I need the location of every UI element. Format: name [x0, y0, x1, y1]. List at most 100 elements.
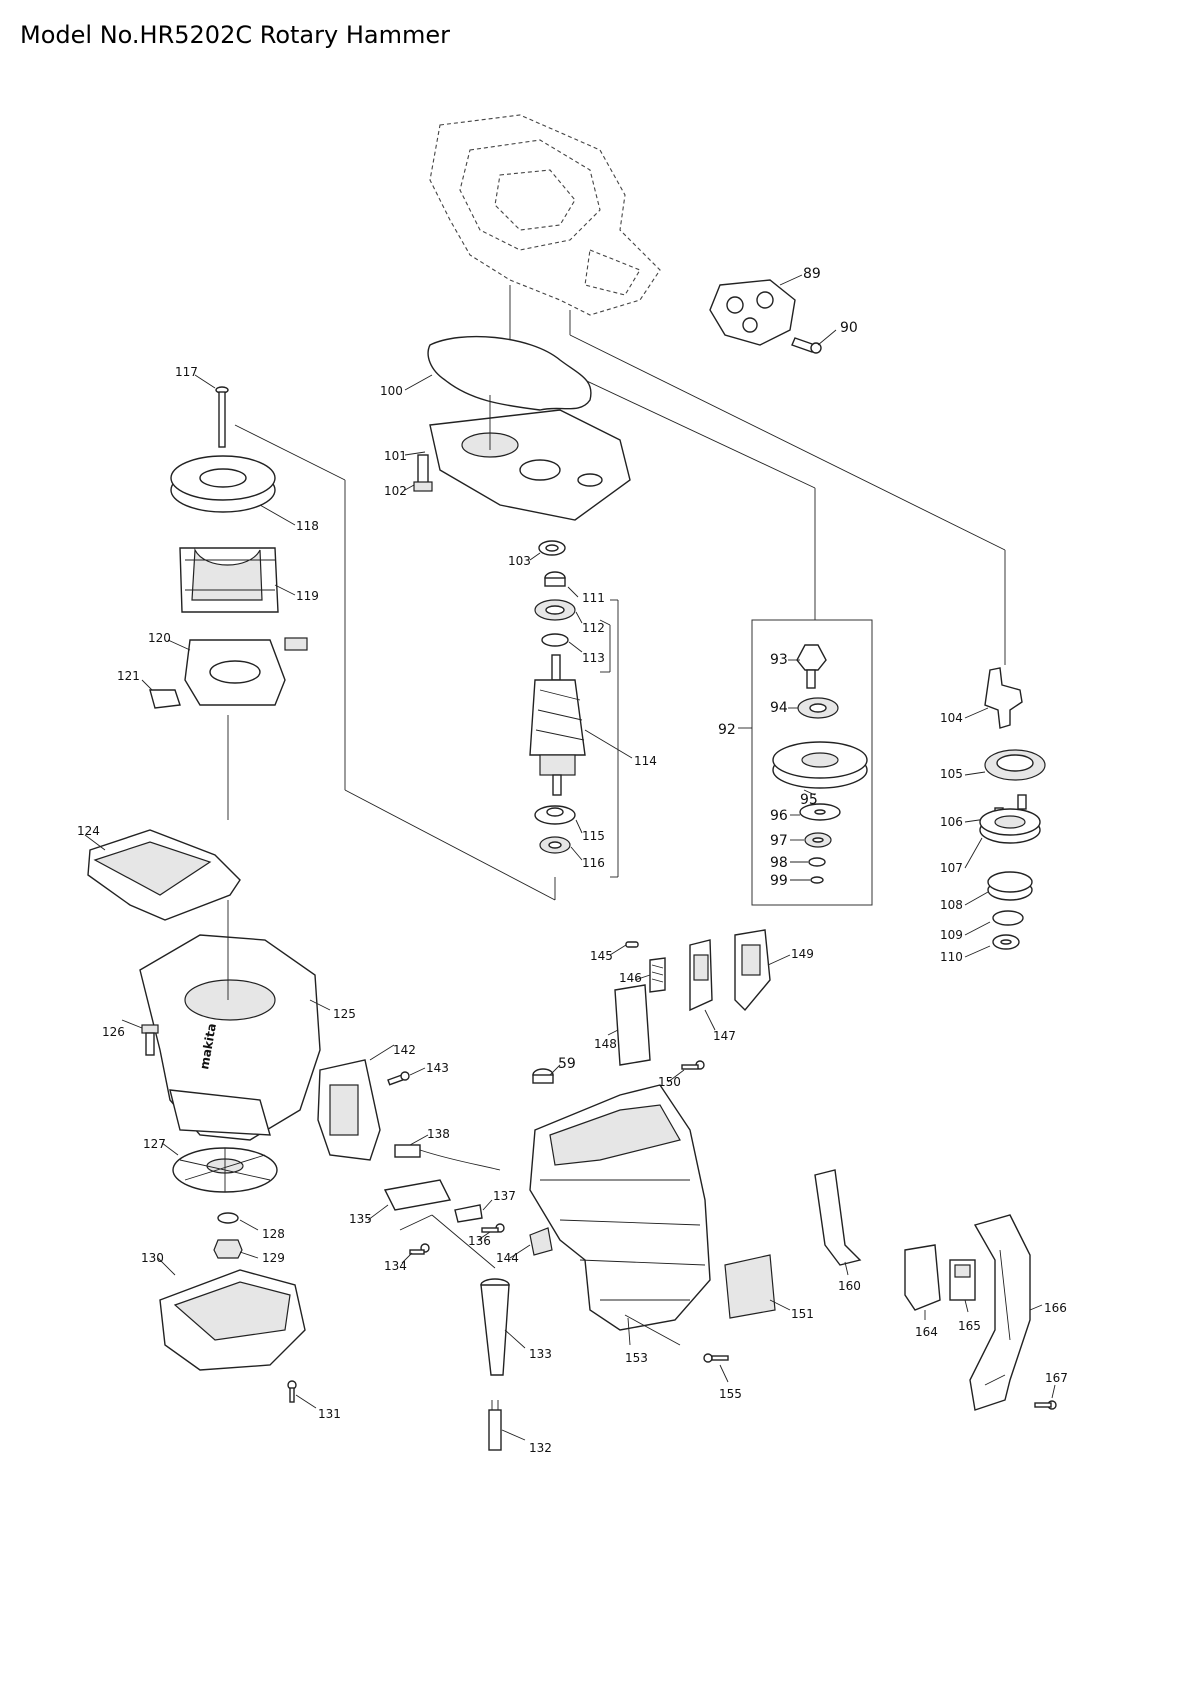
label-148: 148: [594, 1037, 617, 1051]
label-119: 119: [296, 589, 319, 603]
label-101: 101: [384, 449, 407, 463]
part-92-group-box: [751, 619, 873, 906]
part-133-cord-guard: [480, 1278, 510, 1376]
label-136: 136: [468, 1234, 491, 1248]
part-90-screw: [791, 337, 822, 354]
label-120: 120: [148, 631, 171, 645]
label-59: 59: [558, 1056, 576, 1072]
label-96: 96: [770, 808, 788, 824]
part-165-switch: [949, 1259, 976, 1301]
label-135: 135: [349, 1212, 372, 1226]
part-96-washer: [799, 803, 841, 821]
label-131: 131: [318, 1407, 341, 1421]
part-134-screw: [409, 1243, 430, 1255]
part-150-screw: [681, 1060, 705, 1070]
label-95: 95: [800, 792, 818, 808]
label-129: 129: [262, 1251, 285, 1265]
part-103-washer: [538, 540, 566, 556]
label-107: 107: [940, 861, 963, 875]
part-155-screw: [703, 1353, 729, 1363]
label-115: 115: [582, 829, 605, 843]
part-125-motor-housing: makita: [139, 934, 321, 1141]
part-100-gasket: [427, 335, 592, 411]
label-111: 111: [582, 591, 605, 605]
part-124-cover: [87, 829, 241, 921]
part-166-rear-handle: [969, 1214, 1031, 1411]
label-137: 137: [493, 1189, 516, 1203]
label-104: 104: [940, 711, 963, 725]
label-149: 149: [791, 947, 814, 961]
label-150: 150: [658, 1075, 681, 1089]
part-99-ring: [810, 876, 824, 884]
label-89: 89: [803, 266, 821, 282]
label-93: 93: [770, 652, 788, 668]
part-144-strain-relief: [529, 1227, 553, 1256]
part-142-controller: [317, 1059, 381, 1161]
part-94-bearing: [797, 697, 839, 719]
label-121: 121: [117, 669, 140, 683]
part-129-nut: [213, 1239, 243, 1259]
label-100: 100: [380, 384, 403, 398]
part-153-handle-housing: [529, 1084, 711, 1331]
label-145: 145: [590, 949, 613, 963]
label-167: 167: [1045, 1371, 1068, 1385]
part-97-bearing: [804, 832, 832, 848]
label-133: 133: [529, 1347, 552, 1361]
label-125: 125: [333, 1007, 356, 1021]
part-113-ring: [541, 633, 569, 647]
part-111-bush: [544, 571, 566, 587]
part-118-baffle-plate: [170, 455, 276, 513]
label-146: 146: [619, 971, 642, 985]
label-134: 134: [384, 1259, 407, 1273]
part-137-plate: [454, 1204, 483, 1223]
part-105-bearing: [984, 749, 1046, 781]
label-99: 99: [770, 873, 788, 889]
label-94: 94: [770, 700, 788, 716]
label-110: 110: [940, 950, 963, 964]
part-119-field: [179, 547, 279, 613]
label-102: 102: [384, 484, 407, 498]
label-114: 114: [634, 754, 657, 768]
part-138-lead: [394, 1144, 501, 1171]
part-101-cover: [429, 409, 631, 521]
label-90: 90: [840, 320, 858, 336]
label-147: 147: [713, 1029, 736, 1043]
label-128: 128: [262, 1227, 285, 1241]
part-120-brush-holder: [184, 637, 308, 706]
part-98-washer: [808, 857, 826, 867]
label-92: 92: [718, 722, 736, 738]
label-164: 164: [915, 1325, 938, 1339]
part-110-ring: [992, 934, 1020, 950]
label-97: 97: [770, 833, 788, 849]
part-114-armature: [529, 654, 586, 796]
label-155: 155: [719, 1387, 742, 1401]
label-113: 113: [582, 651, 605, 665]
part-109-washer: [992, 910, 1024, 926]
part-147-switch-lever: [689, 939, 713, 1012]
part-146-spring: [649, 957, 666, 993]
part-148-switch-trigger: [614, 984, 651, 1066]
label-144: 144: [496, 1251, 519, 1265]
label-138: 138: [427, 1127, 450, 1141]
label-117: 117: [175, 365, 198, 379]
part-59-cap: [532, 1068, 554, 1084]
label-103: 103: [508, 554, 531, 568]
part-167-screw: [1034, 1400, 1057, 1410]
label-165: 165: [958, 1319, 981, 1333]
part-93-gear: [796, 644, 827, 689]
part-160-handle-bracket: [814, 1169, 862, 1266]
part-145-pin: [625, 941, 639, 948]
label-143: 143: [426, 1061, 449, 1075]
label-124: 124: [77, 824, 100, 838]
part-136-screw: [481, 1223, 505, 1233]
label-98: 98: [770, 855, 788, 871]
label-160: 160: [838, 1279, 861, 1293]
label-126: 126: [102, 1025, 125, 1039]
part-107-clutch: [979, 808, 1041, 844]
part-104-shaft: [984, 667, 1023, 729]
part-102-bolt: [413, 454, 433, 492]
part-112-bearing: [534, 599, 576, 621]
part-143-screw: [387, 1071, 410, 1086]
label-153: 153: [625, 1351, 648, 1365]
